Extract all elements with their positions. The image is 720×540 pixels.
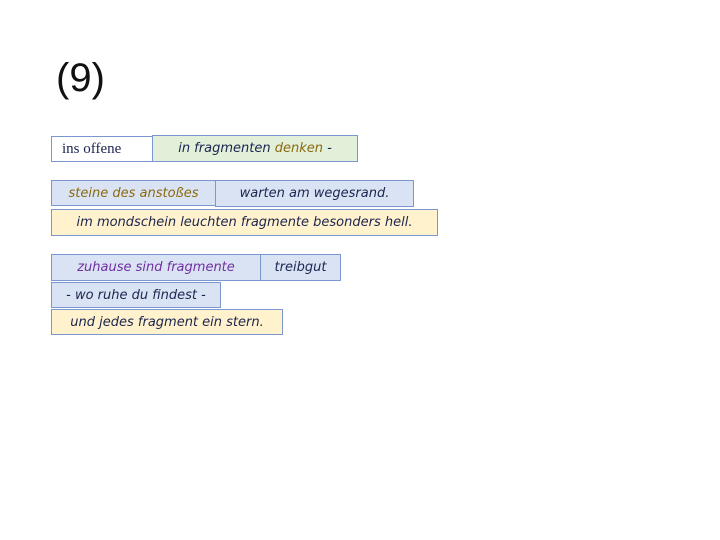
slide-title: (9) xyxy=(56,56,105,100)
fragment-warten-am-wegesrand: warten am wegesrand. xyxy=(215,180,414,207)
fragment-treibgut: treibgut xyxy=(260,254,341,281)
fragment-und-jedes-fragment: und jedes fragment ein stern. xyxy=(51,309,283,335)
fragment-zuhause-sind-fragmente: zuhause sind fragmente xyxy=(51,254,261,281)
fragment-ins-offene: ins offene xyxy=(51,136,153,162)
fragment-in-fragmenten-denken: in fragmenten denken - xyxy=(152,135,358,162)
fragment-text: in fragmenten xyxy=(178,141,275,156)
fragment-suffix: - xyxy=(322,141,332,156)
fragment-highlight: denken xyxy=(274,141,323,156)
fragment-im-mondschein: im mondschein leuchten fragmente besonde… xyxy=(51,209,438,236)
fragment-wo-ruhe-du-findest: - wo ruhe du findest - xyxy=(51,282,221,308)
fragment-steine-des-anstosses: steine des anstoßes xyxy=(51,180,216,206)
